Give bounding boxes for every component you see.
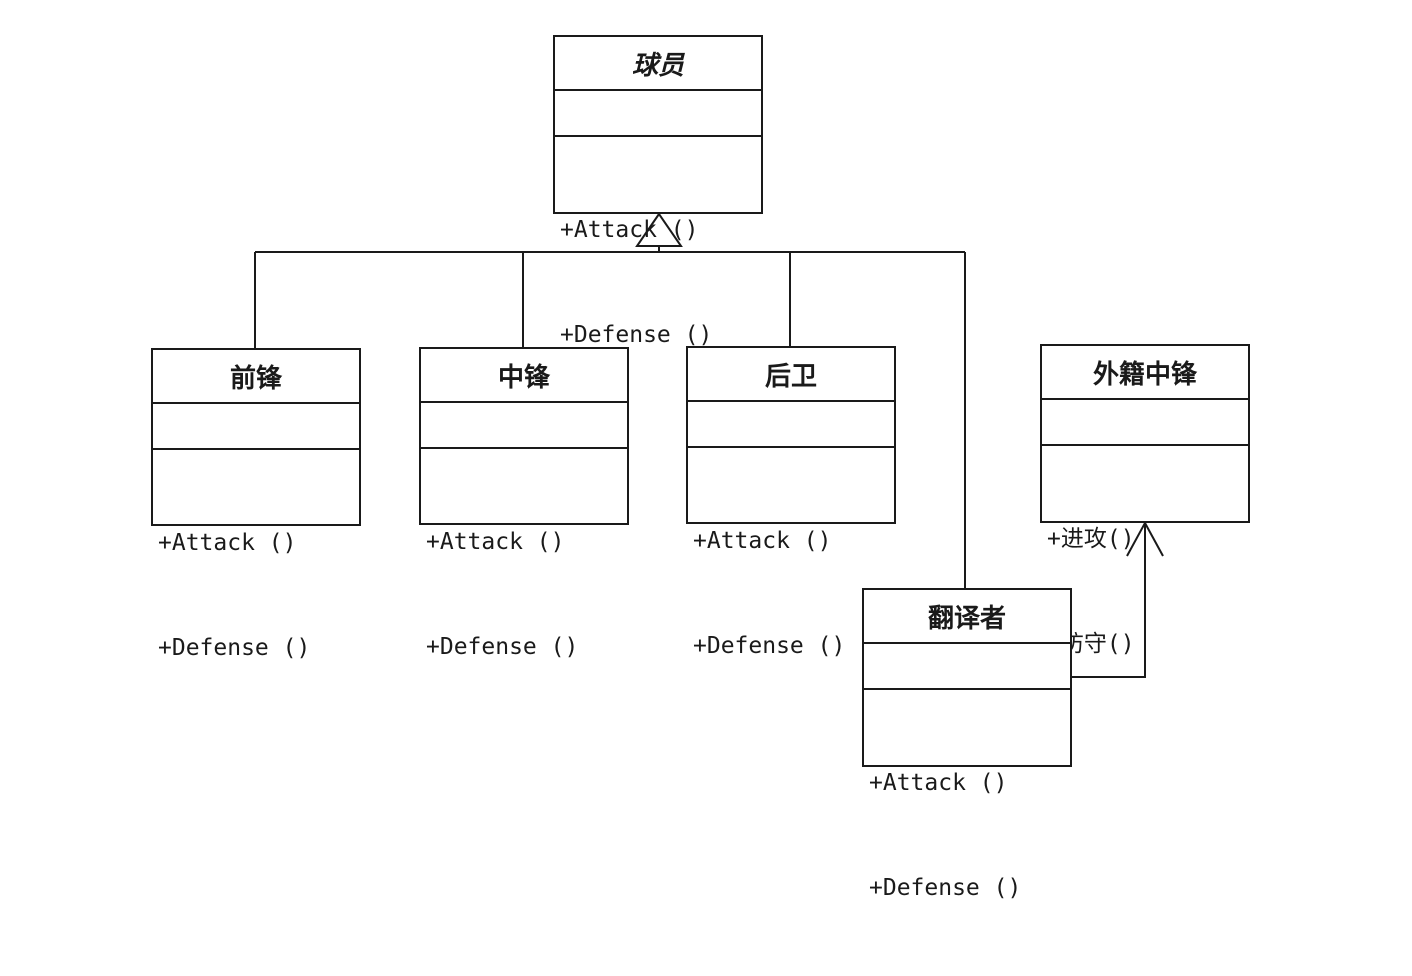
class-player-attributes	[555, 91, 761, 137]
class-foreign-center[interactable]: 外籍中锋 +进攻() +防守()	[1040, 344, 1250, 657]
uml-diagram: 球员 +Attack () +Defense () 前锋 +Attack () …	[151, 35, 1250, 901]
operation: +Attack ()	[560, 217, 699, 243]
class-forward-operations: +Attack () +Defense ()	[153, 450, 359, 736]
class-translator-name: 翻译者	[864, 590, 1070, 644]
class-guard-operations: +Attack () +Defense ()	[688, 448, 894, 734]
operation: +Defense ()	[869, 875, 1022, 901]
class-forward-attributes	[153, 404, 359, 450]
class-forward[interactable]: 前锋 +Attack () +Defense ()	[151, 348, 361, 661]
operation: +Attack ()	[869, 770, 1008, 796]
operation: +Attack ()	[158, 530, 297, 556]
operation: +进攻()	[1047, 526, 1135, 552]
operation: +Defense ()	[560, 322, 713, 348]
class-foreign-center-name: 外籍中锋	[1042, 346, 1248, 400]
generalization-arrowhead-icon	[635, 212, 683, 247]
class-translator-attributes	[864, 644, 1070, 690]
class-translator-operations: +Attack () +Defense ()	[864, 690, 1070, 976]
operation: +Attack ()	[426, 529, 565, 555]
operation: +Defense ()	[426, 634, 579, 660]
class-center-attributes	[421, 403, 627, 449]
class-center-name: 中锋	[421, 349, 627, 403]
class-player-name: 球员	[555, 37, 761, 91]
class-guard-name: 后卫	[688, 348, 894, 402]
class-guard[interactable]: 后卫 +Attack () +Defense ()	[686, 346, 896, 659]
operation: +Defense ()	[158, 635, 311, 661]
class-player[interactable]: 球员 +Attack () +Defense ()	[553, 35, 763, 348]
operation: +防守()	[1047, 631, 1135, 657]
class-center[interactable]: 中锋 +Attack () +Defense ()	[419, 347, 629, 660]
operation: +Attack ()	[693, 528, 832, 554]
class-foreign-center-attributes	[1042, 400, 1248, 446]
operation: +Defense ()	[693, 633, 846, 659]
association-line	[1070, 523, 1146, 678]
connector-layer	[254, 212, 1164, 678]
association-arrowhead-icon	[1126, 520, 1164, 557]
class-forward-name: 前锋	[153, 350, 359, 404]
class-guard-attributes	[688, 402, 894, 448]
class-player-operations: +Attack () +Defense ()	[555, 137, 761, 423]
class-foreign-center-operations: +进攻() +防守()	[1042, 446, 1248, 732]
class-center-operations: +Attack () +Defense ()	[421, 449, 627, 735]
class-translator[interactable]: 翻译者 +Attack () +Defense ()	[862, 588, 1072, 901]
